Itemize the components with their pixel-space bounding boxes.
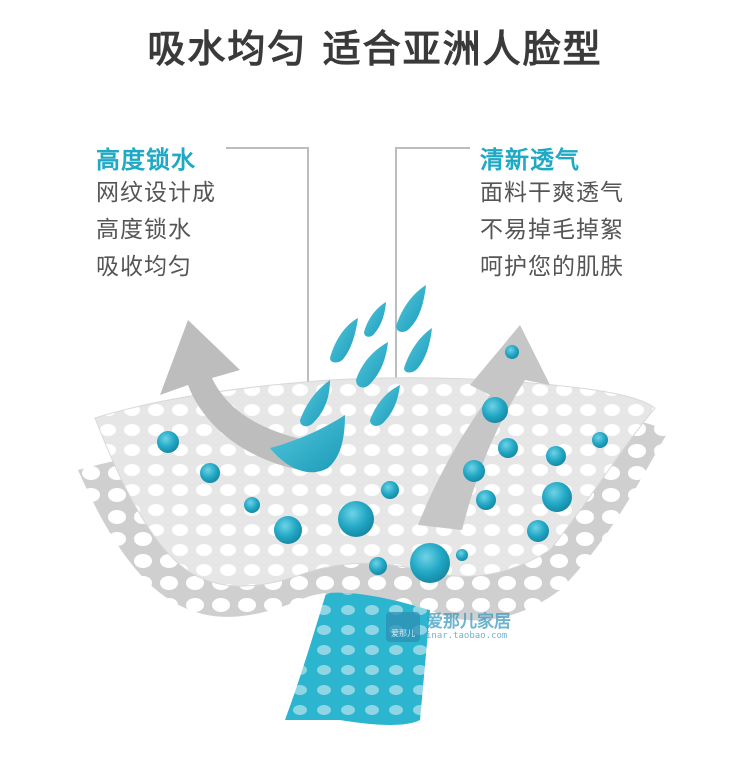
water-drop-icon — [356, 342, 388, 388]
feature-breathable-heading: 清新透气 — [480, 146, 580, 174]
water-drop-icon — [404, 328, 432, 373]
feature-breathable: 清新透气 面料干爽透气 不易掉毛掉絮 呵护您的肌肤 — [480, 140, 624, 286]
water-drop-icon — [370, 385, 400, 426]
feature-lock-water-line-2: 高度锁水 — [96, 217, 192, 243]
watermark-store-name: 爱那儿家居 — [426, 611, 511, 632]
water-drop-icon — [364, 302, 386, 337]
water-drop-icon — [300, 380, 330, 427]
left-leader-line — [226, 147, 309, 400]
feature-lock-water-line-1: 网纹设计成 — [96, 180, 216, 206]
watermark-logo-text: 爱那儿 — [391, 629, 415, 638]
feature-lock-water-line-3: 吸收均匀 — [96, 254, 192, 280]
home-icon: 爱那儿 — [386, 612, 420, 642]
watermark-store-url: inar.taobao.com — [426, 630, 508, 641]
feature-lock-water: 高度锁水 网纹设计成 高度锁水 吸收均匀 — [96, 140, 216, 286]
feature-breathable-line-2: 不易掉毛掉絮 — [480, 217, 624, 243]
breathe-arrow — [418, 325, 550, 530]
absorbed-water-splash — [270, 415, 345, 473]
water-drop-icon — [396, 285, 426, 332]
feature-breathable-line-3: 呵护您的肌肤 — [480, 254, 624, 280]
feature-breathable-line-1: 面料干爽透气 — [480, 180, 624, 206]
water-beads — [157, 345, 608, 583]
feature-lock-water-heading: 高度锁水 — [96, 146, 196, 174]
water-drops — [270, 285, 432, 473]
right-leader-line — [395, 147, 470, 460]
water-drop-icon — [330, 318, 358, 363]
store-watermark: 爱那儿 爱那儿家居 inar.taobao.com — [386, 612, 511, 642]
page-title: 吸水均匀 适合亚洲人脸型 — [147, 27, 603, 71]
absorb-arrow — [160, 320, 305, 470]
